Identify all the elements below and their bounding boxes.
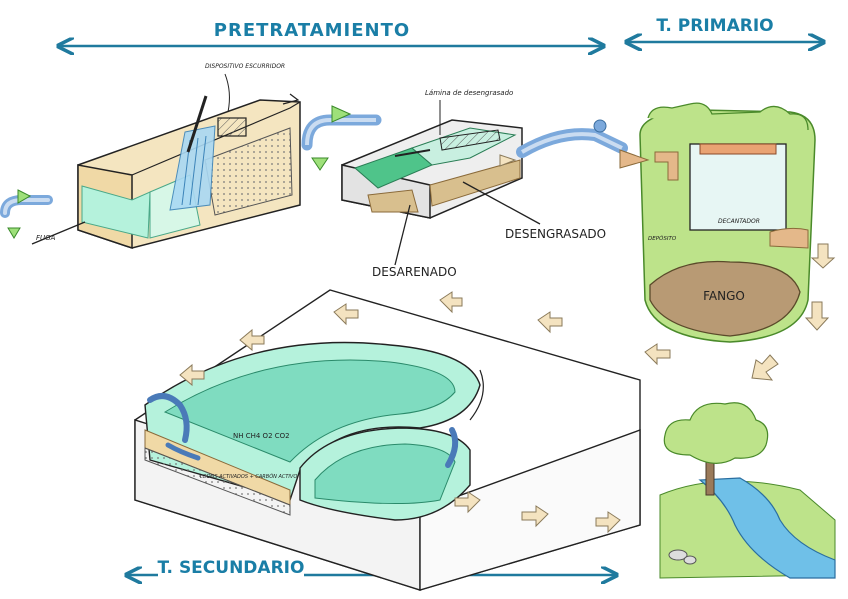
grit-grease-tank bbox=[341, 119, 523, 219]
screen-rake bbox=[217, 117, 247, 137]
secondary-reactor bbox=[134, 289, 641, 591]
fuga-label: FUGA bbox=[36, 234, 56, 242]
primario-title: T. PRIMARIO bbox=[656, 16, 773, 36]
flow-arrows-primario bbox=[751, 243, 836, 381]
inlet-pipe bbox=[0, 189, 53, 239]
decantador-box bbox=[689, 143, 787, 231]
pretratamiento-header: PRETRATAMIENTO bbox=[60, 14, 602, 46]
tree-canopy bbox=[663, 402, 769, 464]
dispositivo-escurridor-label: DISPOSITIVO ESCURRIDOR bbox=[205, 63, 285, 70]
dispositivo-pointer bbox=[224, 73, 230, 113]
pipe-to-primary bbox=[499, 119, 628, 167]
gases-label: NH CH4 O2 CO2 bbox=[233, 432, 290, 440]
lamina-desengrasado-label: Lámina de desengrasado bbox=[425, 89, 513, 97]
desengrasado-label: DESENGRASADO bbox=[505, 227, 606, 241]
screening-channel bbox=[77, 93, 301, 250]
lodos-activados-label: LODOS ACTIVADOS + CARBÓN ACTIVO bbox=[200, 473, 297, 480]
deposito-label: DEPÓSITO bbox=[648, 235, 677, 242]
landscape-tree-river bbox=[659, 402, 836, 579]
flow-arrows-secundario bbox=[179, 291, 671, 534]
pipe-to-grit-tank bbox=[301, 105, 382, 171]
primary-clarifier bbox=[619, 102, 816, 343]
primario-header: T. PRIMARIO bbox=[628, 10, 822, 42]
fuga-pointer bbox=[31, 221, 86, 245]
pretratamiento-title: PRETRATAMIENTO bbox=[214, 20, 410, 41]
decantador-label: DECANTADOR bbox=[718, 218, 760, 225]
desarenado-pointer bbox=[394, 204, 411, 266]
secundario-title: T. SECUNDARIO bbox=[158, 558, 305, 578]
fango-label: FANGO bbox=[703, 289, 745, 303]
sludge-zone bbox=[649, 260, 801, 337]
desengrasado-pointer bbox=[462, 181, 541, 225]
river bbox=[698, 477, 836, 579]
desarenado-label: DESARENADO bbox=[372, 265, 457, 279]
